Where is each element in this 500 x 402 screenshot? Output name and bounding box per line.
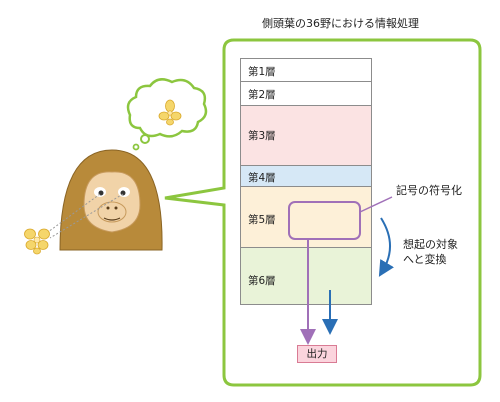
layer-3: 第3層 (240, 105, 372, 166)
layer-5: 第5層 (240, 186, 372, 248)
layer-6: 第6層 (240, 247, 372, 305)
recall-label-line2: へと変換 (403, 253, 447, 266)
monkey-illustration (59, 149, 163, 251)
symbol-coding-label: 記号の符号化 (396, 184, 462, 197)
layer-label: 第4層 (248, 172, 276, 184)
thought-bubble (126, 78, 208, 151)
layer-label: 第3層 (248, 130, 276, 142)
layer-label: 第6層 (248, 275, 276, 287)
recall-label-line1: 想起の対象 (403, 238, 458, 251)
layer-label: 第1層 (248, 66, 276, 78)
diagram-title: 側頭葉の36野における情報処理 (262, 17, 419, 30)
recall-label: 想起の対象 へと変換 (403, 237, 458, 267)
gaze-line (47, 193, 101, 233)
layer-label: 第5層 (248, 214, 276, 226)
layer-label: 第2層 (248, 89, 276, 101)
recall-conversion-arrow (378, 217, 394, 277)
symbol-coding-leader (359, 196, 393, 213)
output-box: 出力 (297, 345, 337, 363)
symbol-coding-box (288, 201, 361, 240)
layer-2: 第2層 (240, 81, 372, 106)
